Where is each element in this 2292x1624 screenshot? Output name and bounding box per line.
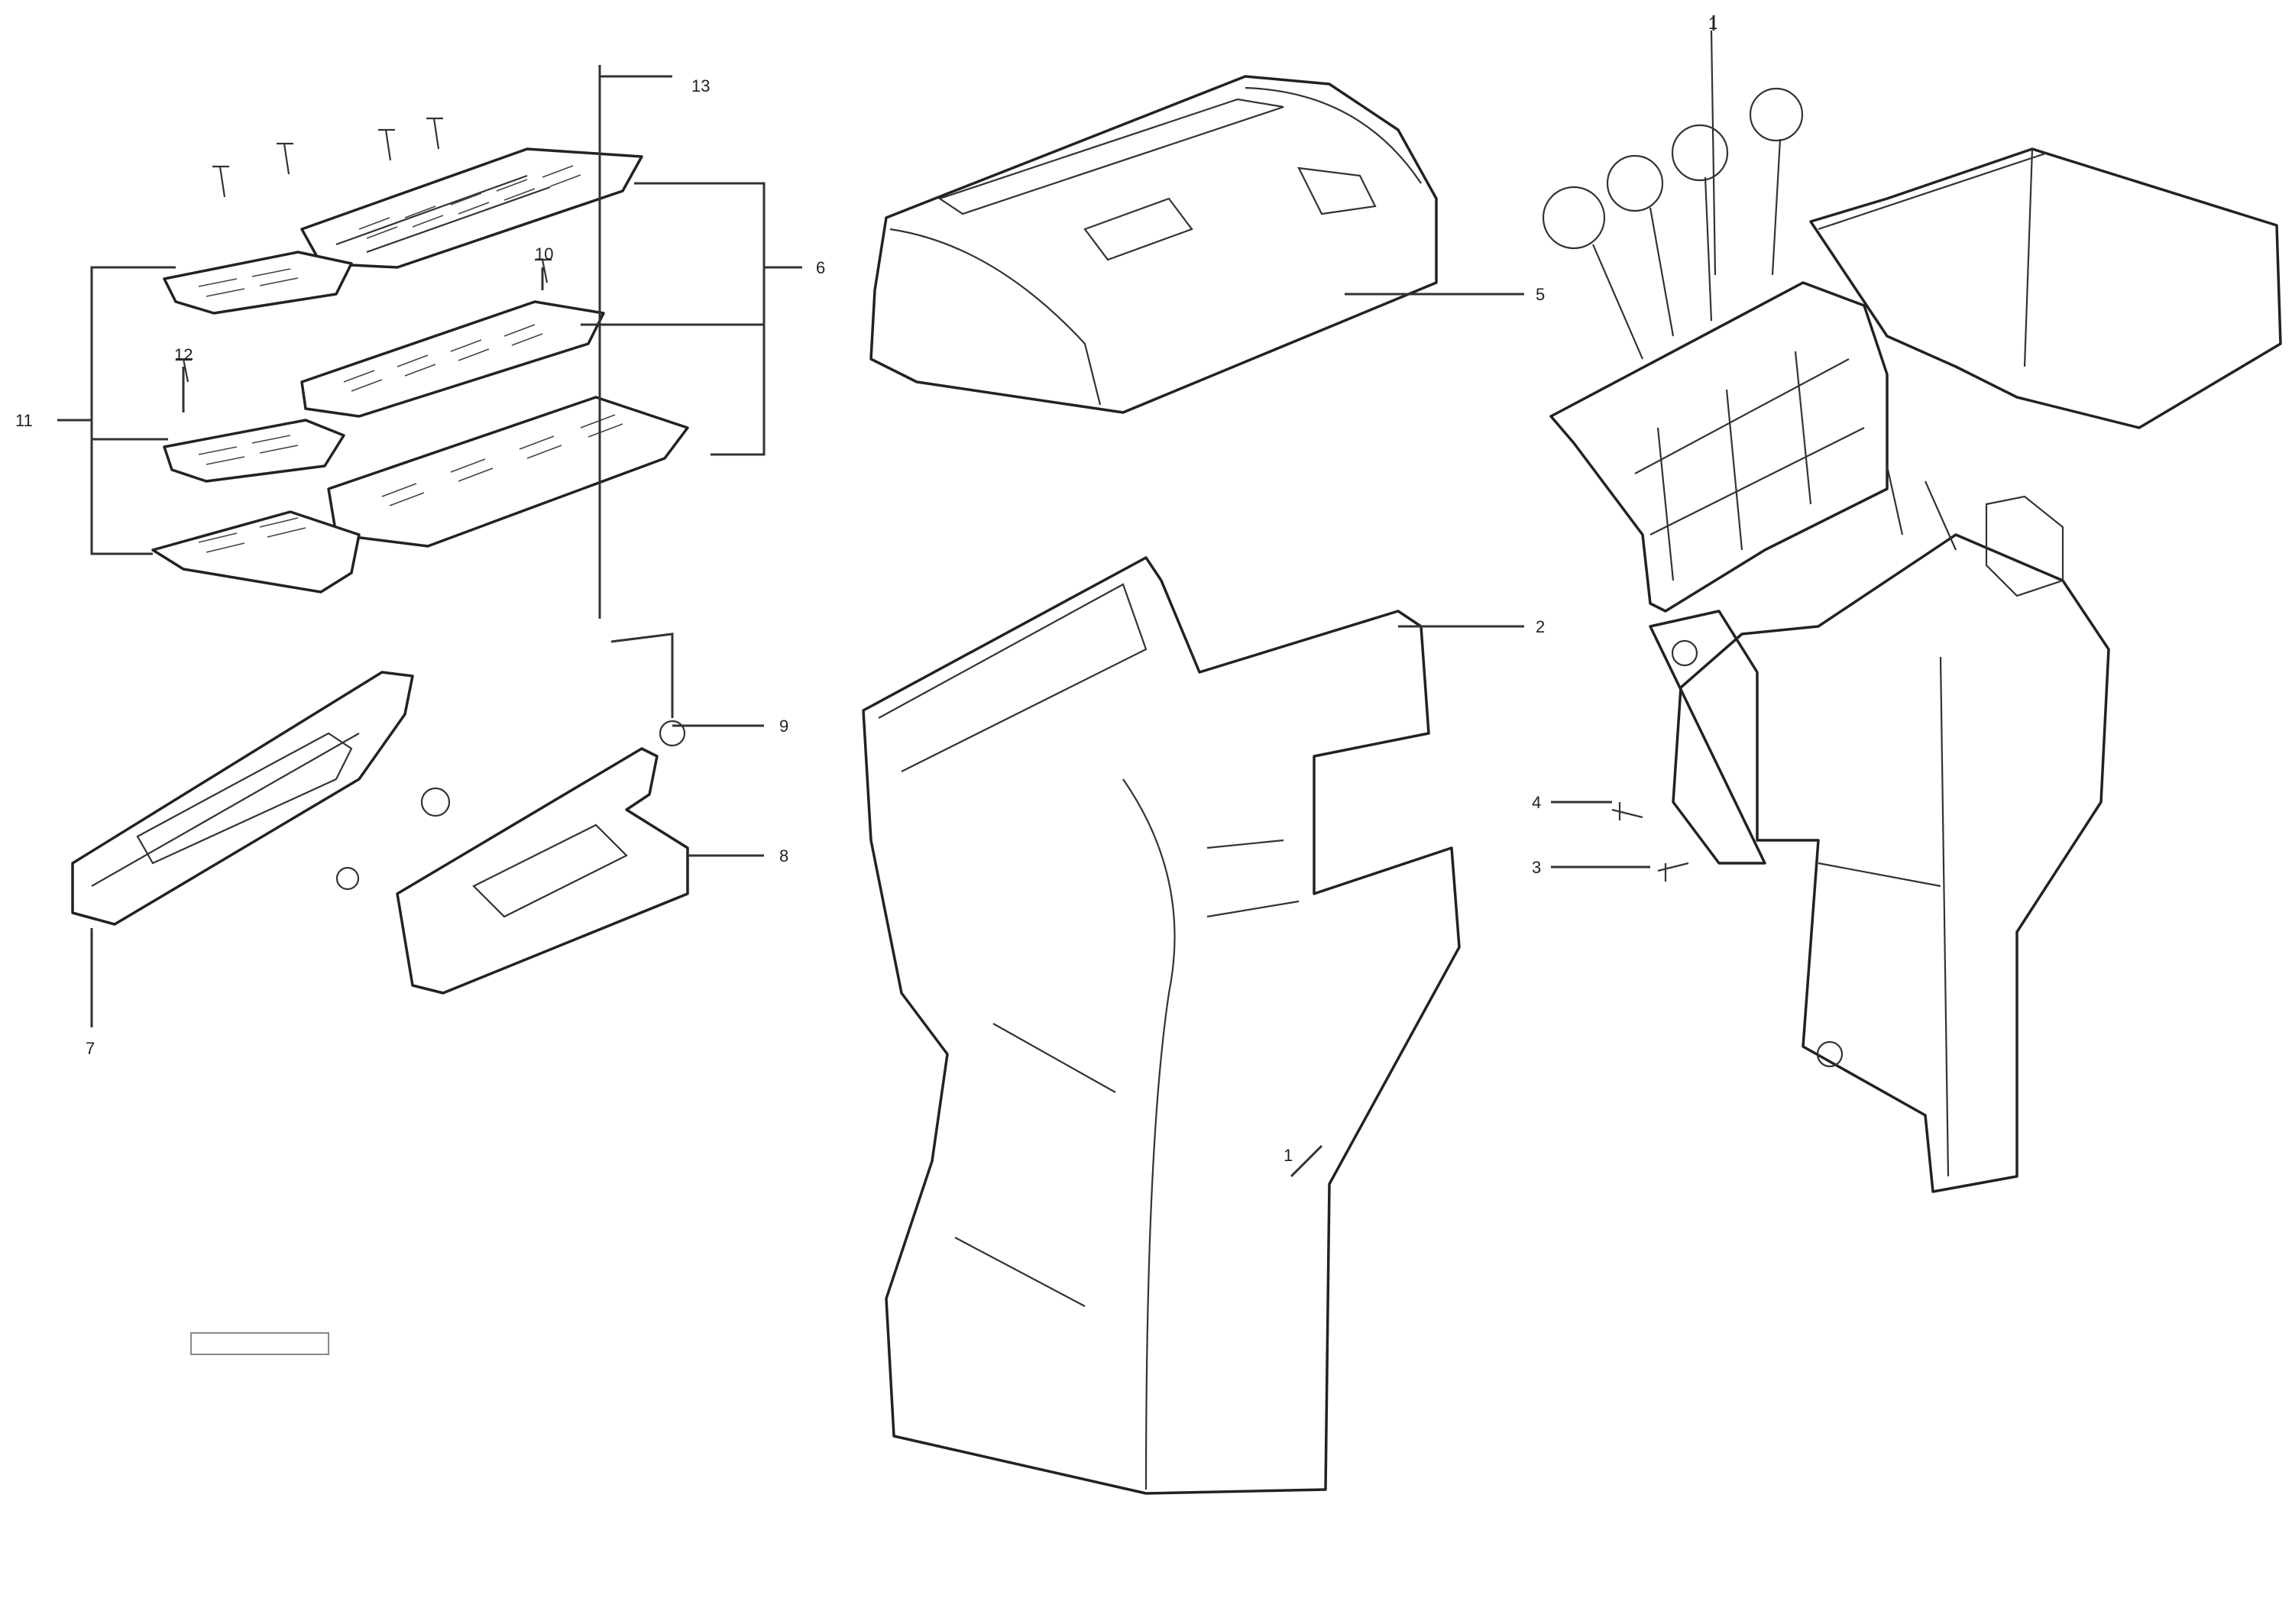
callout-1: 1	[1284, 1146, 1293, 1165]
callout-10: 10	[535, 244, 553, 264]
control-lever-assembly	[1542, 30, 2282, 1193]
callout-labels: 13 6 11 12 10 9 8 7 5 2 4 3 1 1	[15, 14, 1717, 1165]
callout-12: 12	[174, 345, 193, 364]
callout-4: 4	[1532, 793, 1541, 812]
callout-2: 2	[1536, 617, 1545, 636]
callout-7: 7	[86, 1039, 95, 1058]
callout-lever-1: 1	[1708, 14, 1717, 33]
callout-11: 11	[15, 411, 33, 430]
side-trim-panels	[71, 671, 689, 995]
callout-8: 8	[779, 846, 788, 865]
console-top-cover	[869, 75, 1438, 414]
callout-13: 13	[691, 76, 710, 95]
switch-panel-covers	[151, 117, 689, 594]
callout-5: 5	[1536, 285, 1545, 304]
drawing-reference	[190, 1332, 329, 1355]
callout-9: 9	[779, 717, 788, 736]
console-lower-housing	[862, 556, 1461, 1495]
callout-3: 3	[1532, 858, 1541, 877]
callout-6: 6	[816, 258, 825, 277]
leader-lines	[57, 15, 1715, 1178]
